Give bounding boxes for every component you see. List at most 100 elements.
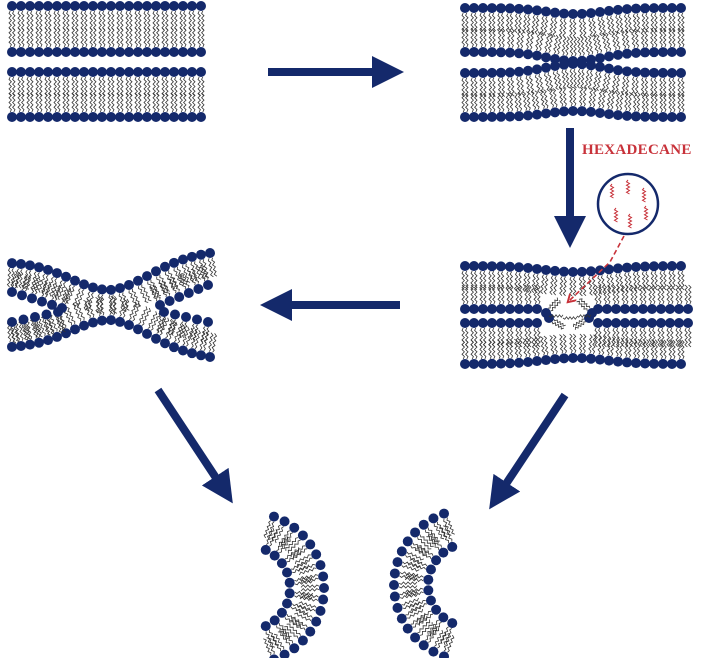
- lipid-tail: [488, 27, 493, 48]
- lipid-tail: [84, 76, 88, 97]
- lipid-head: [34, 67, 44, 77]
- lipid-tail: [513, 271, 519, 292]
- lipid-tail: [201, 92, 205, 113]
- lipid-head: [106, 47, 116, 57]
- lipid-head: [658, 111, 668, 122]
- lipid-tail: [433, 523, 445, 540]
- lipid-tail: [607, 327, 611, 348]
- lipid-head: [205, 248, 215, 259]
- lipid-head: [593, 318, 603, 328]
- lipid-tail: [399, 593, 419, 599]
- lipid-tail: [610, 15, 616, 35]
- lipid-tail: [616, 327, 620, 348]
- lipid-head: [586, 60, 596, 71]
- lipid-tail: [404, 577, 424, 583]
- lipid-tail: [8, 92, 12, 113]
- lipid-tail: [461, 270, 465, 291]
- lipid-tail: [188, 27, 192, 48]
- lipid-head: [550, 7, 560, 18]
- lipid-tail: [609, 274, 615, 294]
- lipid-tail: [179, 10, 183, 31]
- lipid-tail: [98, 10, 102, 31]
- lipid-head: [439, 651, 450, 658]
- lipid-tail: [519, 29, 525, 49]
- lipid-tail: [429, 534, 442, 548]
- lipid-tail: [633, 338, 638, 359]
- lipid-head: [43, 67, 53, 77]
- lipid-tail: [44, 319, 51, 336]
- lipid-tail: [76, 289, 85, 309]
- lipid-tail: [168, 321, 178, 340]
- lipid-tail: [572, 86, 577, 107]
- lipid-head: [418, 519, 429, 530]
- lipid-tail: [410, 603, 428, 612]
- lipid-head: [514, 48, 524, 59]
- lipid-head: [595, 354, 605, 365]
- lipid-tail: [6, 322, 12, 343]
- lipid-tail: [265, 527, 275, 545]
- lipid-head: [52, 268, 62, 279]
- lipid-tail: [287, 539, 301, 554]
- stage-separate-bilayers: [7, 1, 206, 122]
- lipid-tail: [627, 272, 633, 292]
- lipid-head: [541, 108, 551, 119]
- lipid-head: [496, 358, 506, 369]
- lipid-tail: [496, 339, 501, 359]
- lipid-tail: [412, 615, 428, 628]
- lipid-tail: [300, 577, 319, 584]
- lipid-head: [604, 355, 614, 366]
- lipid-tail: [30, 27, 34, 48]
- lipid-tail: [141, 307, 151, 326]
- lipid-tail: [84, 10, 88, 31]
- lipid-head: [638, 304, 648, 314]
- lipid-head: [676, 47, 686, 58]
- lipid-head: [469, 358, 479, 369]
- lipid-tail: [18, 268, 24, 289]
- lipid-head: [532, 263, 542, 274]
- lipid-head: [496, 261, 506, 272]
- lipid-tail: [505, 92, 510, 112]
- lipid-tail: [548, 17, 554, 37]
- lipid-head: [43, 1, 53, 11]
- lipid-tail: [525, 29, 531, 50]
- lipid-tail: [83, 291, 91, 311]
- lipid-tail: [650, 339, 655, 359]
- lipid-head: [532, 50, 542, 61]
- lipid-tail: [62, 27, 66, 48]
- lipid-tail: [679, 327, 683, 348]
- lipid-tail: [116, 27, 120, 48]
- lipid-tail: [657, 284, 661, 305]
- lipid-tail: [446, 517, 455, 535]
- lipid-head: [676, 261, 686, 272]
- lipid-head: [18, 314, 29, 325]
- lipid-head: [656, 304, 666, 314]
- lipid-tail: [606, 274, 612, 294]
- lipid-tail: [627, 338, 633, 358]
- lipid-head: [297, 530, 308, 541]
- lipid-tail: [93, 10, 97, 31]
- lipid-tail: [401, 597, 419, 606]
- lipid-tail: [276, 535, 288, 551]
- lipid-head: [61, 67, 71, 77]
- lipid-tail: [143, 10, 147, 31]
- lipid-head: [115, 1, 125, 11]
- lipid-head: [428, 646, 439, 657]
- lipid-head: [584, 313, 594, 323]
- lipid-head: [613, 65, 623, 76]
- lipid-tail: [177, 274, 187, 290]
- lipid-head: [133, 67, 143, 77]
- lipid-tail: [286, 550, 302, 563]
- lipid-tail: [533, 284, 537, 305]
- lipid-tail: [654, 12, 658, 33]
- lipid-tail: [294, 576, 313, 582]
- lipid-tail: [116, 76, 120, 97]
- lipid-tail: [578, 86, 584, 107]
- lipid-tail: [84, 27, 88, 48]
- lipid-head: [389, 568, 400, 579]
- lipid-head: [460, 261, 470, 272]
- lipid-tail: [102, 27, 106, 48]
- lipid-tail: [537, 327, 541, 348]
- lipid-tail: [516, 28, 521, 49]
- lipid-head: [70, 112, 80, 122]
- lipid-head: [595, 61, 605, 72]
